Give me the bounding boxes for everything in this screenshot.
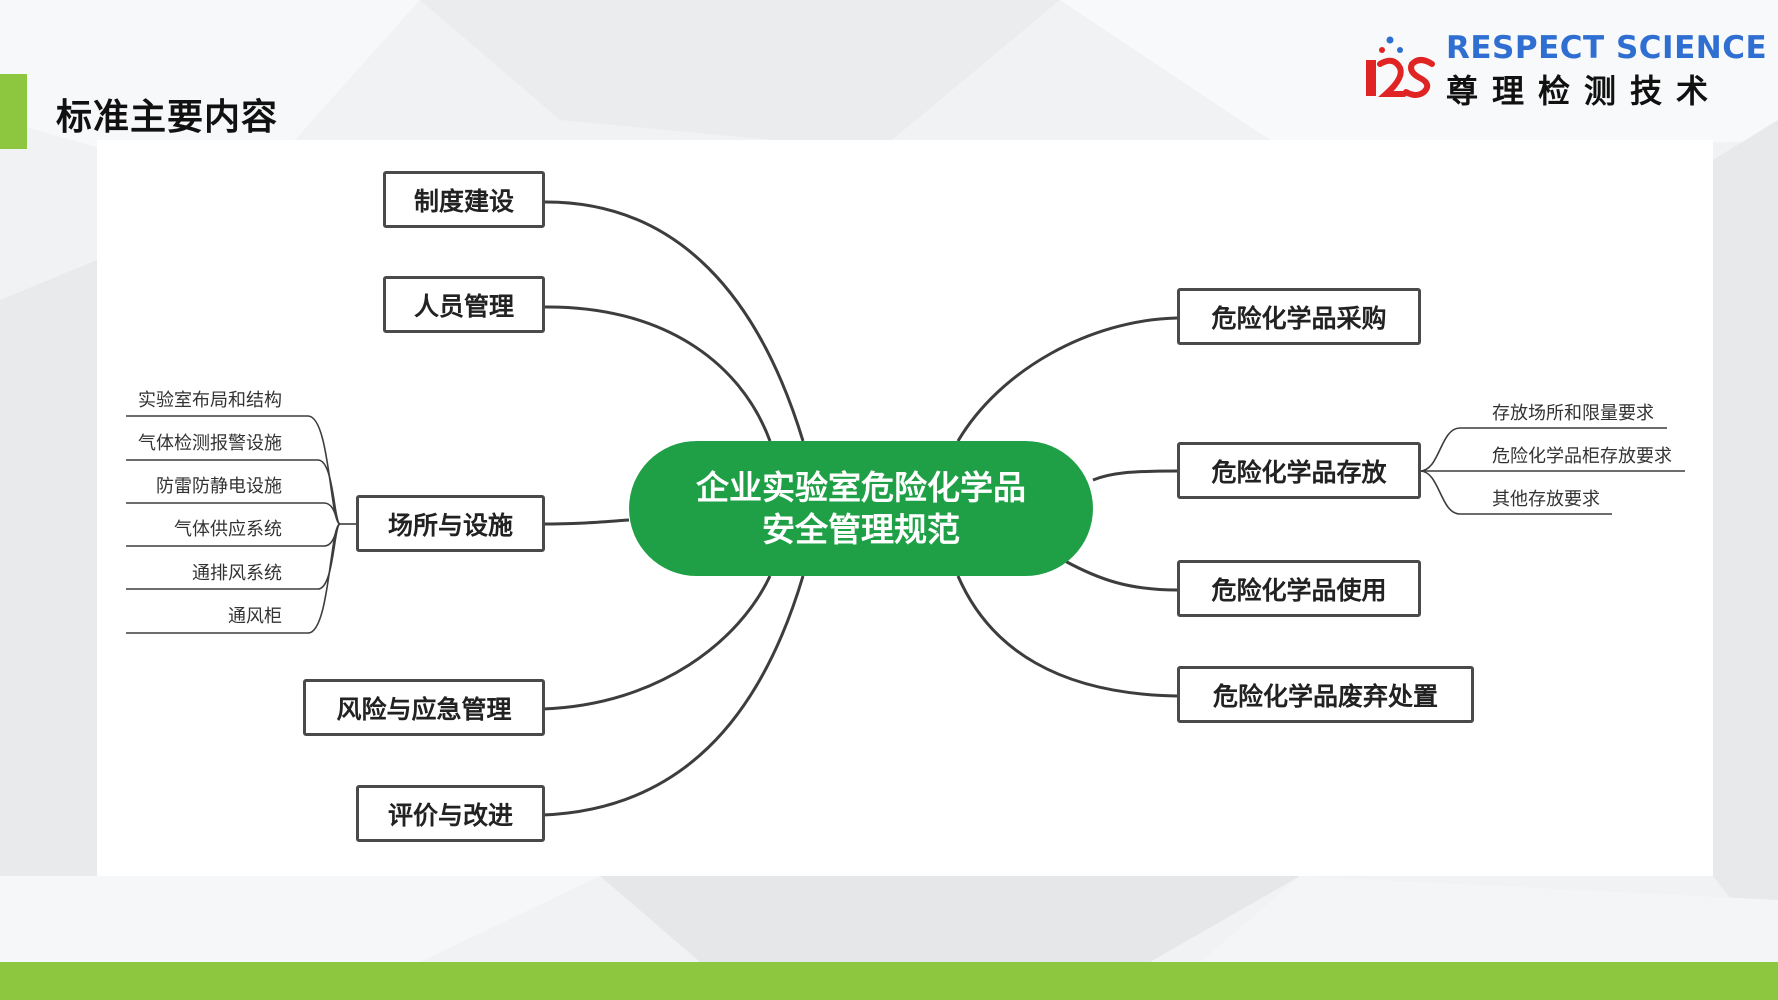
branch-chemical-storage: 危险化学品存放 [1177,442,1421,499]
rs-logo-mark-icon [1366,36,1435,98]
branch-personnel-management: 人员管理 [383,276,545,333]
leaf-ventilation-system: 通排风系统 [192,563,282,584]
footer-bar [0,962,1778,1000]
leaf-lightning-static-protection: 防雷防静电设施 [156,476,282,497]
leaf-gas-detection-alarm: 气体检测报警设施 [138,433,282,454]
company-logo: RESPECT SCIENCE 尊理检测技术 [1360,30,1767,110]
title-accent-bar [0,74,27,149]
branch-chemical-procurement: 危险化学品采购 [1177,288,1421,345]
leaf-lab-layout: 实验室布局和结构 [138,390,282,411]
branch-risk-and-emergency: 风险与应急管理 [303,679,545,736]
branch-site-and-facilities: 场所与设施 [356,495,545,552]
branch-chemical-disposal: 危险化学品废弃处置 [1177,666,1474,723]
branch-evaluation-and-improvement: 评价与改进 [356,785,545,842]
leaf-fume-hood: 通风柜 [228,606,282,627]
page-title: 标准主要内容 [56,97,279,138]
leaf-storage-site-limits: 存放场所和限量要求 [1492,403,1654,424]
center-topic-line2: 安全管理规范 [762,509,960,549]
branch-chemical-use: 危险化学品使用 [1177,560,1421,617]
leaf-cabinet-storage: 危险化学品柜存放要求 [1492,446,1672,467]
logo-english-text: RESPECT SCIENCE [1446,30,1768,66]
logo-chinese-text: 尊理检测技术 [1446,72,1723,110]
leaf-other-storage: 其他存放要求 [1492,489,1600,510]
leaf-gas-supply-system: 气体供应系统 [174,519,282,540]
center-topic-line1: 企业实验室危险化学品 [696,467,1026,507]
center-topic: 企业实验室危险化学品 安全管理规范 [629,441,1093,576]
branch-system-building: 制度建设 [383,171,545,228]
